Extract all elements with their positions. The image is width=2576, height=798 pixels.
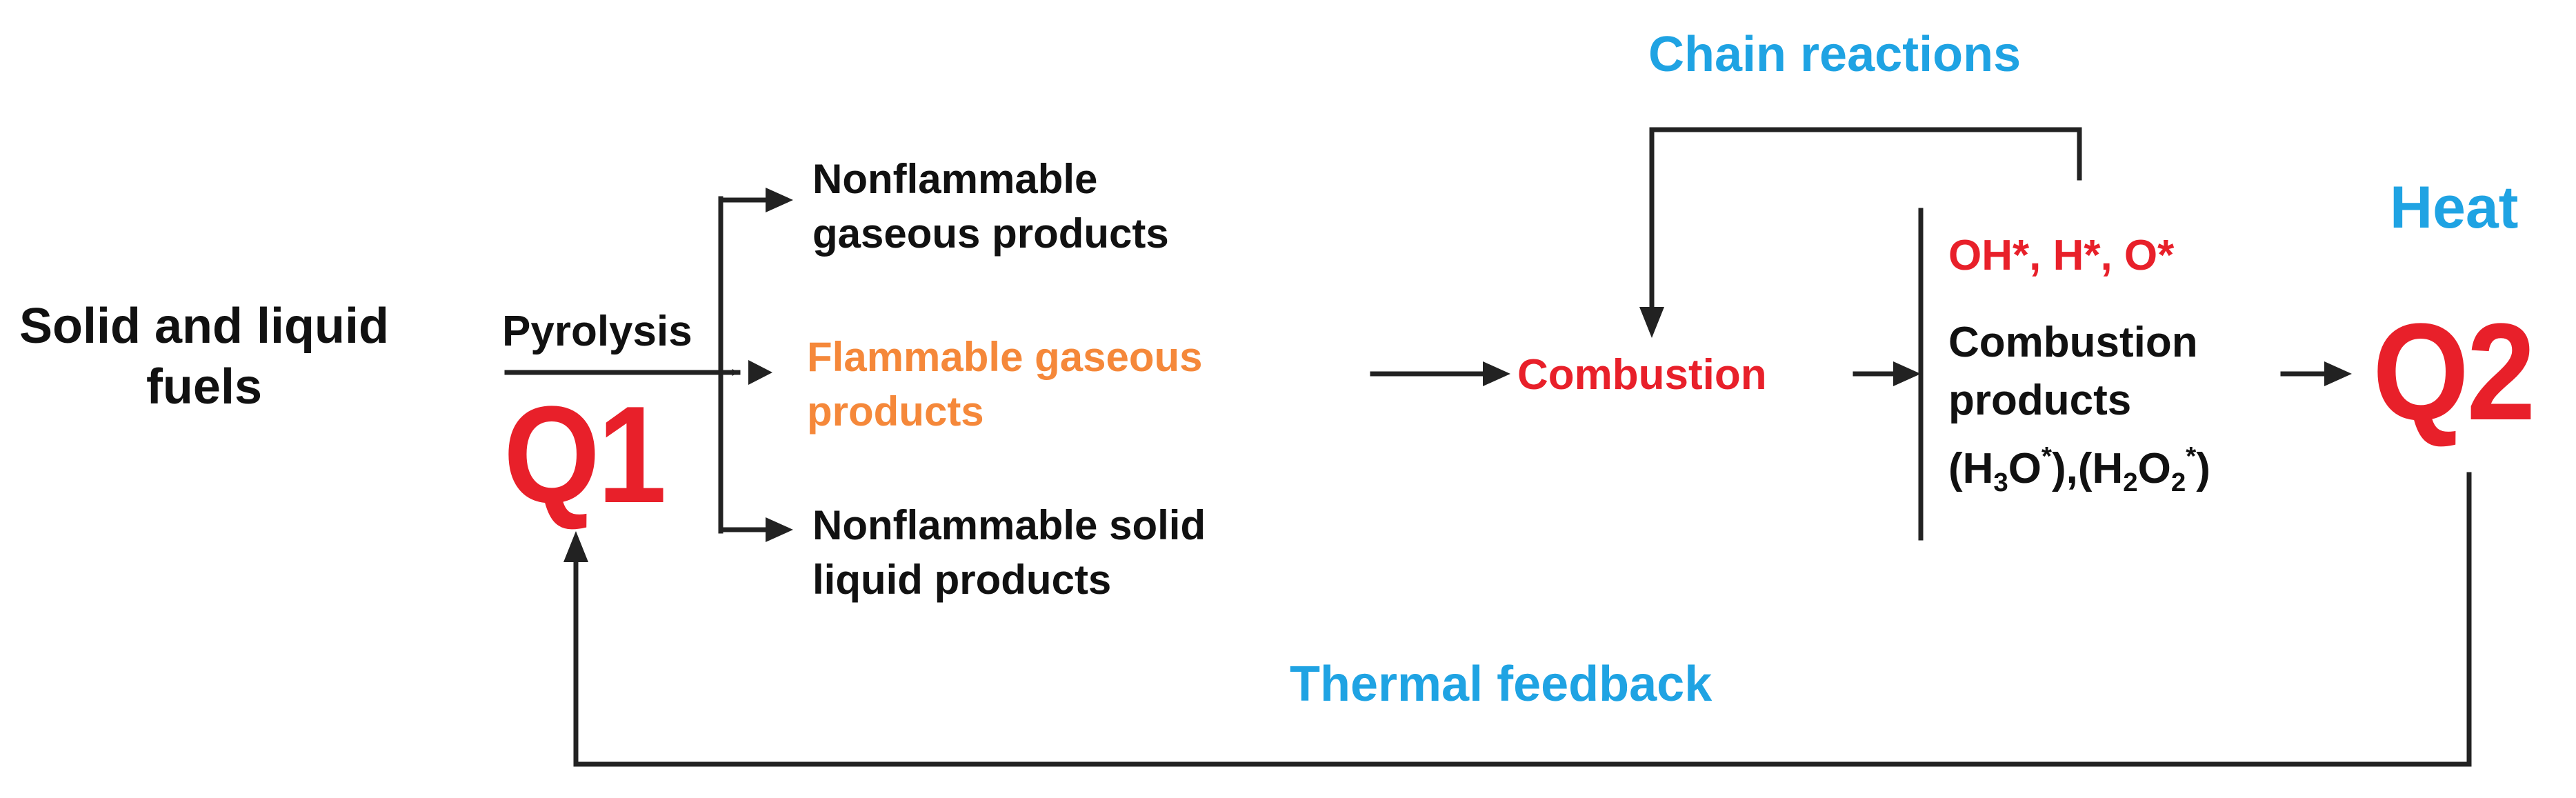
formula-separator: , xyxy=(2066,445,2078,493)
fuels-line-1: Solid and liquid xyxy=(19,299,389,354)
thermal-feedback-loop xyxy=(573,472,2472,767)
pyrolysis-label: Pyrolysis xyxy=(502,308,692,355)
nonflammable-solid-line-1: Nonflammable solid xyxy=(812,502,1206,548)
flammable-gaseous-line-1: Flammable gaseous xyxy=(807,334,1203,380)
combustion-label: Combustion xyxy=(1517,351,1767,399)
arrowhead-chain-reaction xyxy=(1639,307,1664,338)
combustion-products-line-2: products xyxy=(1948,376,2132,424)
arrowhead-q2 xyxy=(2324,361,2352,386)
arrowhead-combustion xyxy=(1483,361,1510,386)
combustion-products-label: Combustion products (H3O*),(H2O2*) xyxy=(1948,314,2210,501)
arrowhead-flammable-gaseous xyxy=(748,360,772,385)
formula-h2o2: (H2O2*) xyxy=(2077,441,2210,498)
arrowhead-thermal-feedback xyxy=(563,531,588,562)
nonflammable-solid-line-2: liquid products xyxy=(812,557,1112,604)
formula-h3o: (H3O*) xyxy=(1948,441,2066,498)
arrowhead-nonflammable-gaseous xyxy=(766,188,793,212)
radicals-label: OH*, H*, O* xyxy=(1948,232,2175,279)
flammable-gaseous-label: Flammable gaseous products xyxy=(807,330,1203,439)
combustion-products-formulas: (H3O*),(H2O2*) xyxy=(1948,439,2210,501)
q1-label: Q1 xyxy=(503,378,667,532)
fuels-label: Solid and liquid fuels xyxy=(19,297,389,418)
fuels-line-2: fuels xyxy=(146,359,262,415)
thermal-feedback-label: Thermal feedback xyxy=(1290,657,1713,712)
flammable-gaseous-line-2: products xyxy=(807,388,984,435)
q2-label: Q2 xyxy=(2373,295,2536,449)
arrowhead-nonflammable-solid xyxy=(766,517,793,542)
nonflammable-solid-label: Nonflammable solid liquid products xyxy=(812,498,1206,607)
nonflammable-gaseous-label: Nonflammable gaseous products xyxy=(812,152,1169,261)
chain-reactions-label: Chain reactions xyxy=(1648,27,2021,82)
nonflammable-gaseous-line-2: gaseous products xyxy=(812,210,1169,257)
combustion-products-line-1: Combustion xyxy=(1948,319,2198,366)
chain-reaction-loop xyxy=(1649,127,2082,310)
nonflammable-gaseous-line-1: Nonflammable xyxy=(812,156,1098,202)
arrowhead-products xyxy=(1893,361,1921,386)
heat-label: Heat xyxy=(2390,174,2519,241)
